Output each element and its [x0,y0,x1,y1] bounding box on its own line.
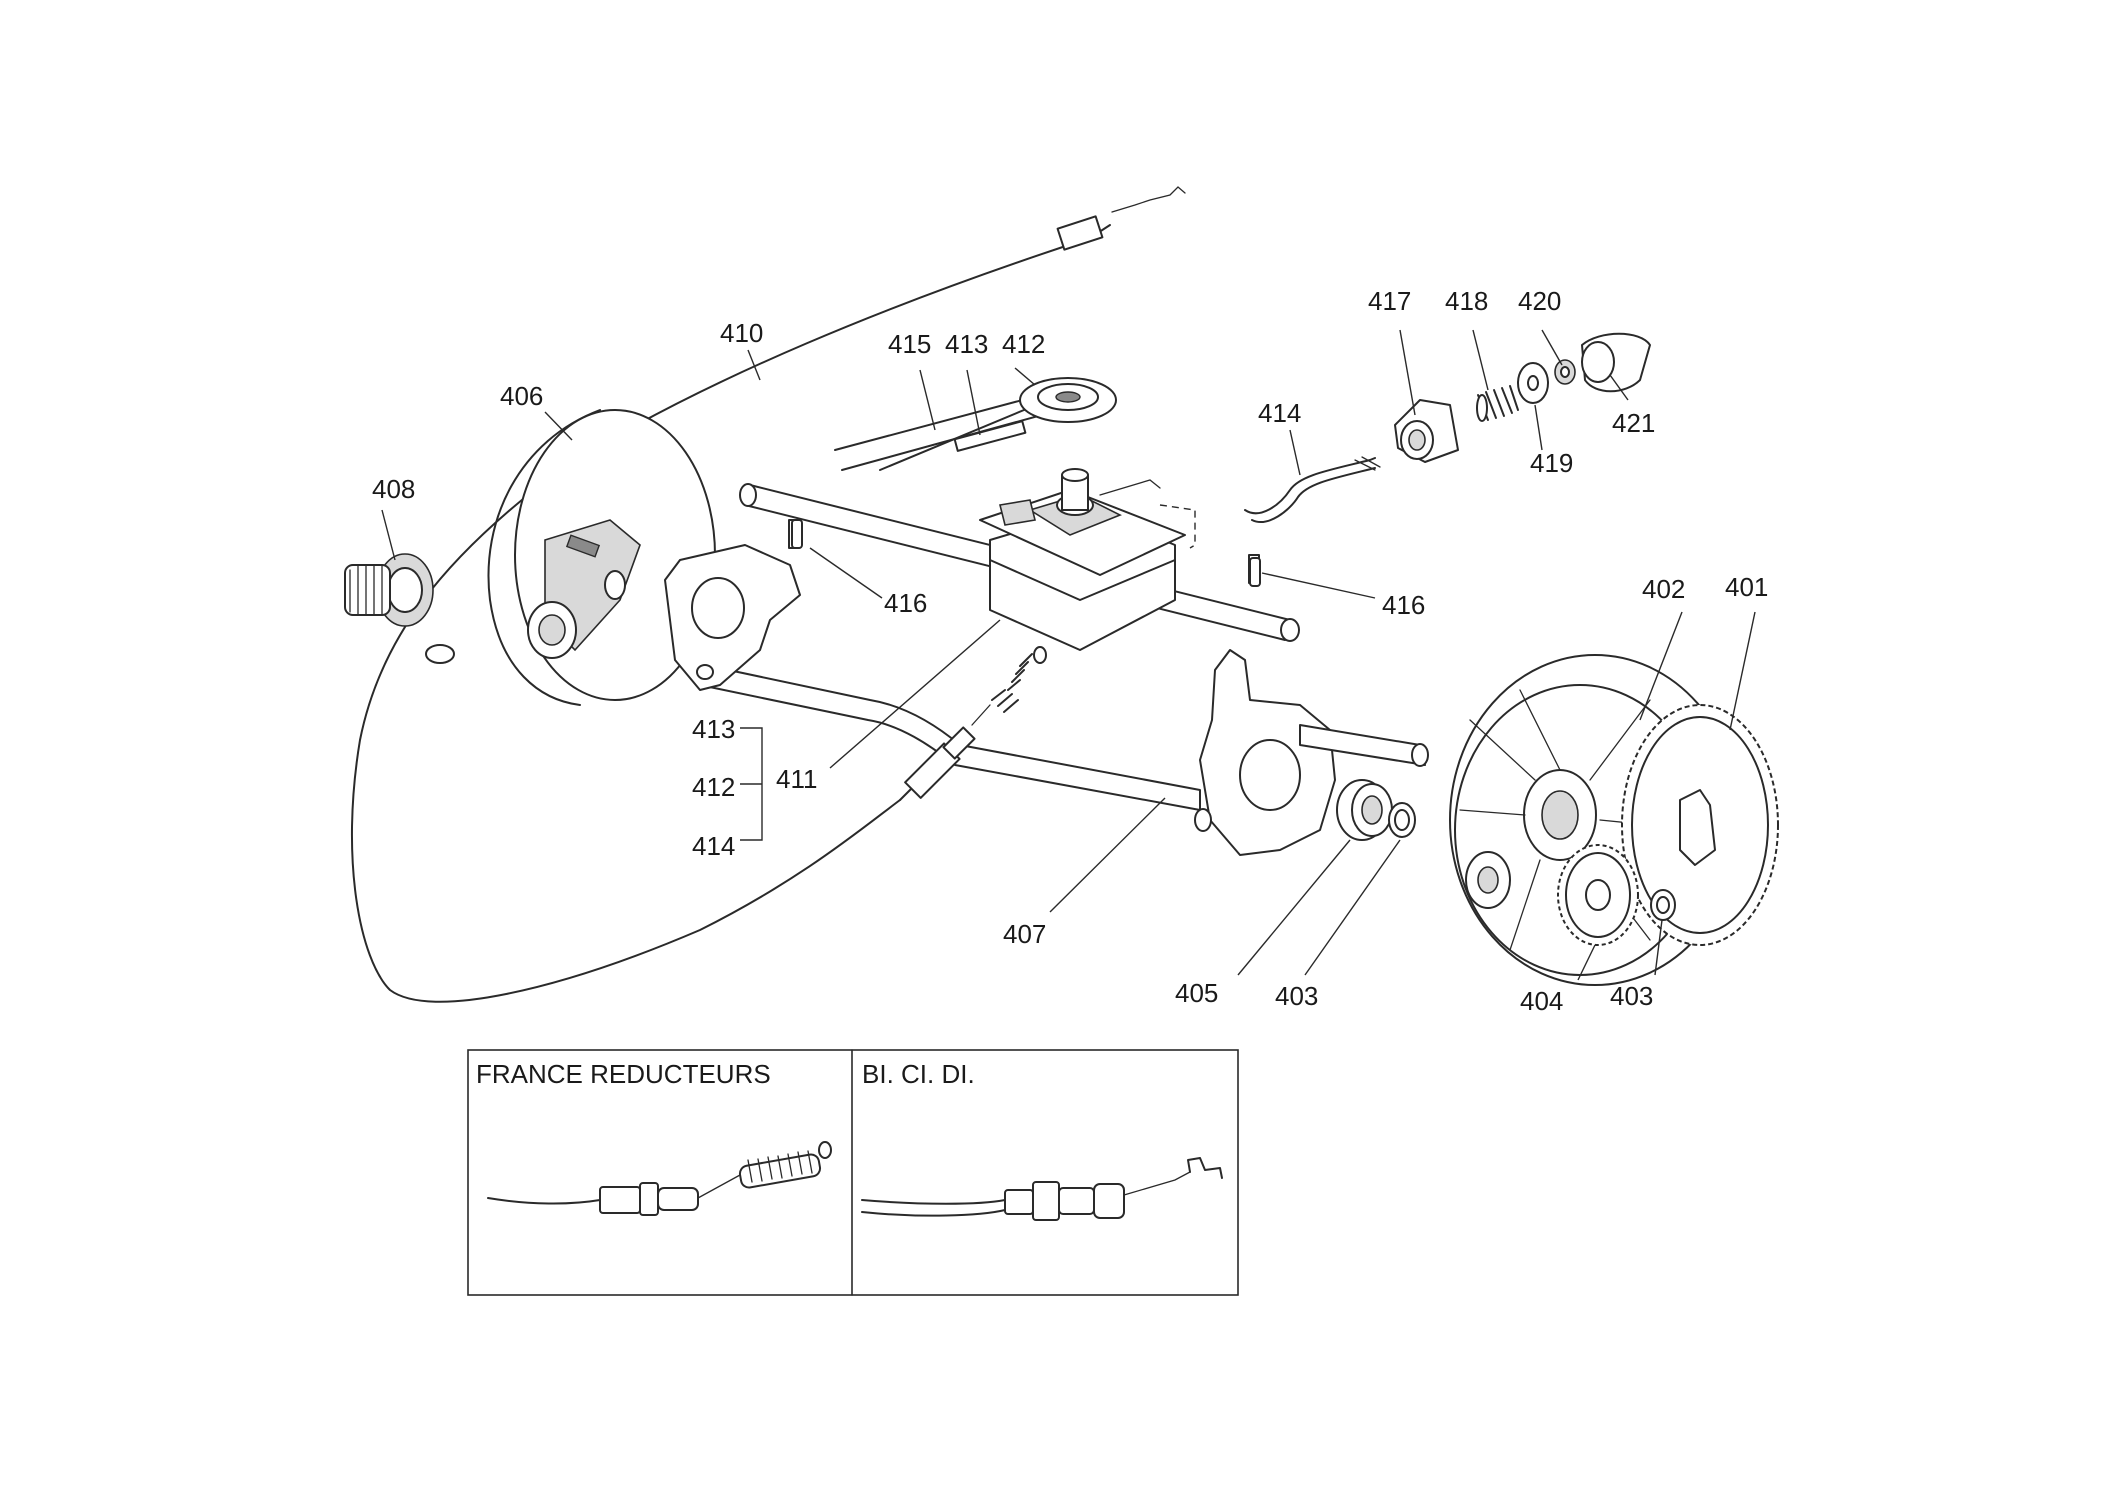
callout-402: 402 [1642,574,1685,604]
part-419-washer [1517,362,1549,404]
callout-419: 419 [1530,448,1573,478]
callout-403-left: 403 [1275,981,1318,1011]
part-421-hub-cap [1581,332,1651,393]
part-404-pinion-gear [1557,844,1639,946]
callout-414: 414 [1258,398,1301,428]
callout-414-group: 414 [692,831,735,861]
part-414-lever-rod [1244,456,1381,523]
callout-418: 418 [1445,286,1488,316]
leader-lines [381,329,1756,981]
part-gearbox-housing [979,468,1196,651]
part-406-wheel-cover [487,409,716,706]
callout-416-left: 416 [884,588,927,618]
cable-variant-inset: FRANCE REDUCTEURS BI. CI. DI. [467,1049,1239,1296]
callout-407: 407 [1003,919,1046,949]
part-420-nut [1554,359,1576,385]
part-410-control-cable [350,186,1186,1003]
callout-412-group: 412 [692,772,735,802]
callout-413: 413 [945,329,988,359]
callout-412: 412 [1002,329,1045,359]
callout-411: 411 [776,764,817,794]
part-412-pulley-and-belt [834,377,1117,471]
callout-413-group: 413 [692,714,735,744]
callout-401: 401 [1725,572,1768,602]
callout-406: 406 [500,381,543,411]
part-418-spring [1476,385,1519,422]
inset-title-france-reducteurs: FRANCE REDUCTEURS [476,1059,771,1089]
part-407-axle-tube [664,544,1429,856]
part-417-bearing-housing [1394,399,1459,463]
callout-417: 417 [1368,286,1411,316]
callout-408: 408 [372,474,415,504]
part-405-bushing [1336,779,1393,841]
callout-403-right: 403 [1610,981,1653,1011]
part-416-pin-right [1249,557,1261,587]
inset-title-bi-ci-di: BI. CI. DI. [862,1059,975,1089]
part-403-circlip-left [1388,802,1416,838]
callout-421: 421 [1612,408,1655,438]
callout-416-right: 416 [1382,590,1425,620]
part-401-drive-gear [1621,704,1779,946]
callout-415: 415 [888,329,931,359]
part-411-cable-adjuster [899,646,1047,801]
inset-cable-bi-ci-di [861,1157,1223,1221]
callout-410: 410 [720,318,763,348]
callout-404: 404 [1520,986,1563,1016]
callout-420: 420 [1518,286,1561,316]
callout-405: 405 [1175,978,1218,1008]
part-416-pin-left [791,519,803,549]
callout-labels: 410 406 408 415 413 412 414 417 418 420 … [372,286,1768,1016]
inset-cable-france-reducteurs [487,1141,832,1216]
part-408-drive-pinion [344,553,434,627]
